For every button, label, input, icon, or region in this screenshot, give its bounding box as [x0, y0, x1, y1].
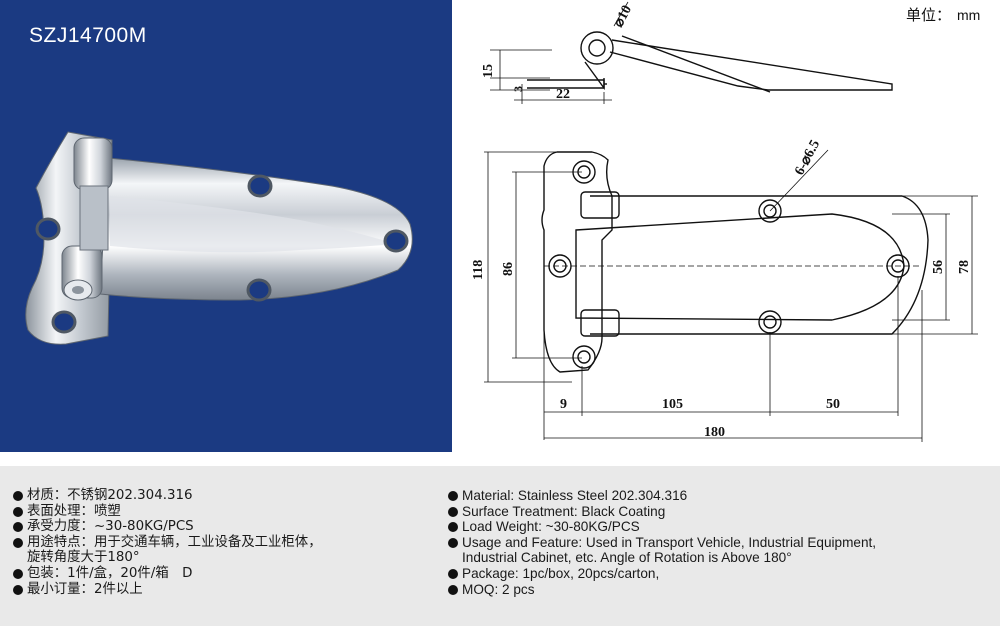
dim-plate-thickness: 3 — [511, 86, 525, 92]
spec-item: 材质：不锈钢202.304.316 — [13, 488, 322, 504]
bullet-icon — [13, 584, 23, 595]
dim-side-width: 22 — [556, 87, 570, 102]
bullet-icon — [448, 537, 458, 548]
spec-text: Material: Stainless Steel 202.304.316 — [462, 488, 688, 503]
dim-leaf-height: 78 — [957, 260, 972, 274]
spec-list-english: Material: Stainless Steel 202.304.316 Su… — [448, 488, 876, 597]
dim-hole-spacing-vertical: 86 — [501, 262, 516, 276]
dim-side-height: 15 — [481, 64, 496, 78]
spec-item: 用途特点：用于交通车辆，工业设备及工业柜体， — [13, 535, 322, 551]
spec-item: Usage and Feature: Used in Transport Veh… — [448, 535, 876, 551]
side-view-knuckle — [580, 31, 614, 65]
bullet-icon — [13, 568, 23, 579]
dim-offset: 9 — [560, 397, 567, 412]
spec-text: Usage and Feature: Used in Transport Veh… — [462, 534, 877, 550]
spec-text: Load Weight: ~30-80KG/PCS — [462, 519, 640, 535]
product-photo-panel: SZJ14700M — [0, 0, 452, 452]
spec-item: MOQ: 2 pcs — [448, 582, 876, 598]
bullet-icon — [13, 491, 23, 501]
spec-text: 最小订量：2件以上 — [27, 581, 143, 597]
dim-span-105: 105 — [662, 397, 683, 412]
spec-panel: 材质：不锈钢202.304.316 表面处理：喷塑 承受力度：~30-80KG/… — [0, 466, 1000, 626]
dim-leaf-hole-spacing: 56 — [931, 260, 946, 274]
technical-drawing: ⌀10 15 3 22 6-⌀6.5 118 86 78 56 9 105 50… — [471, 1, 978, 442]
bullet-icon — [448, 491, 458, 501]
spec-item: 包装：1件/盒，20件/箱 D — [13, 566, 322, 582]
dim-span-50: 50 — [826, 397, 840, 412]
unit-value: mm — [957, 7, 981, 23]
spec-item: Surface Treatment: Black Coating — [448, 504, 876, 520]
spec-text: 材质：不锈钢202.304.316 — [27, 488, 193, 503]
dim-holes: 6-⌀6.5 — [792, 138, 823, 178]
bullet-icon — [13, 506, 23, 517]
spec-text: 包装：1件/盒，20件/箱 D — [27, 565, 193, 581]
dim-hole-dia: ⌀10 — [611, 3, 635, 30]
spec-item: Load Weight: ~30-80KG/PCS — [448, 519, 876, 535]
spec-text: Surface Treatment: Black Coating — [462, 503, 666, 519]
spec-text: 用途特点：用于交通车辆，工业设备及工业柜体， — [27, 534, 322, 550]
unit-label-text: 单位： — [906, 6, 952, 24]
dim-overall-length: 180 — [704, 425, 725, 440]
model-number: SZJ14700M — [29, 24, 147, 47]
spec-text: 表面处理：喷塑 — [27, 503, 121, 519]
spec-item: 表面处理：喷塑 — [13, 504, 322, 520]
hinge-photo — [25, 131, 413, 345]
spec-item: Package: 1pc/box, 20pcs/carton, — [448, 566, 876, 582]
spec-text-continued: 旋转角度大于180° — [27, 550, 140, 566]
spec-item: 最小订量：2件以上 — [13, 582, 322, 598]
dim-overall-height: 118 — [471, 260, 486, 280]
spec-list-chinese: 材质：不锈钢202.304.316 表面处理：喷塑 承受力度：~30-80KG/… — [13, 488, 322, 597]
spec-item: 承受力度：~30-80KG/PCS — [13, 519, 322, 535]
bullet-icon — [13, 522, 23, 533]
bullet-icon — [13, 537, 23, 548]
unit-label: 单位： mm — [906, 4, 980, 25]
bullet-icon — [448, 522, 458, 533]
spec-item: Material: Stainless Steel 202.304.316 — [448, 488, 876, 504]
spec-text: 承受力度：~30-80KG/PCS — [27, 519, 194, 535]
bullet-icon — [448, 568, 458, 579]
spec-text: MOQ: 2 pcs — [462, 581, 535, 597]
bullet-icon — [448, 584, 458, 595]
spec-text: Package: 1pc/box, 20pcs/carton, — [462, 565, 660, 581]
bullet-icon — [448, 506, 458, 517]
front-view-flange — [541, 151, 613, 373]
spec-text-continued: Industrial Cabinet, etc. Angle of Rotati… — [462, 550, 792, 566]
